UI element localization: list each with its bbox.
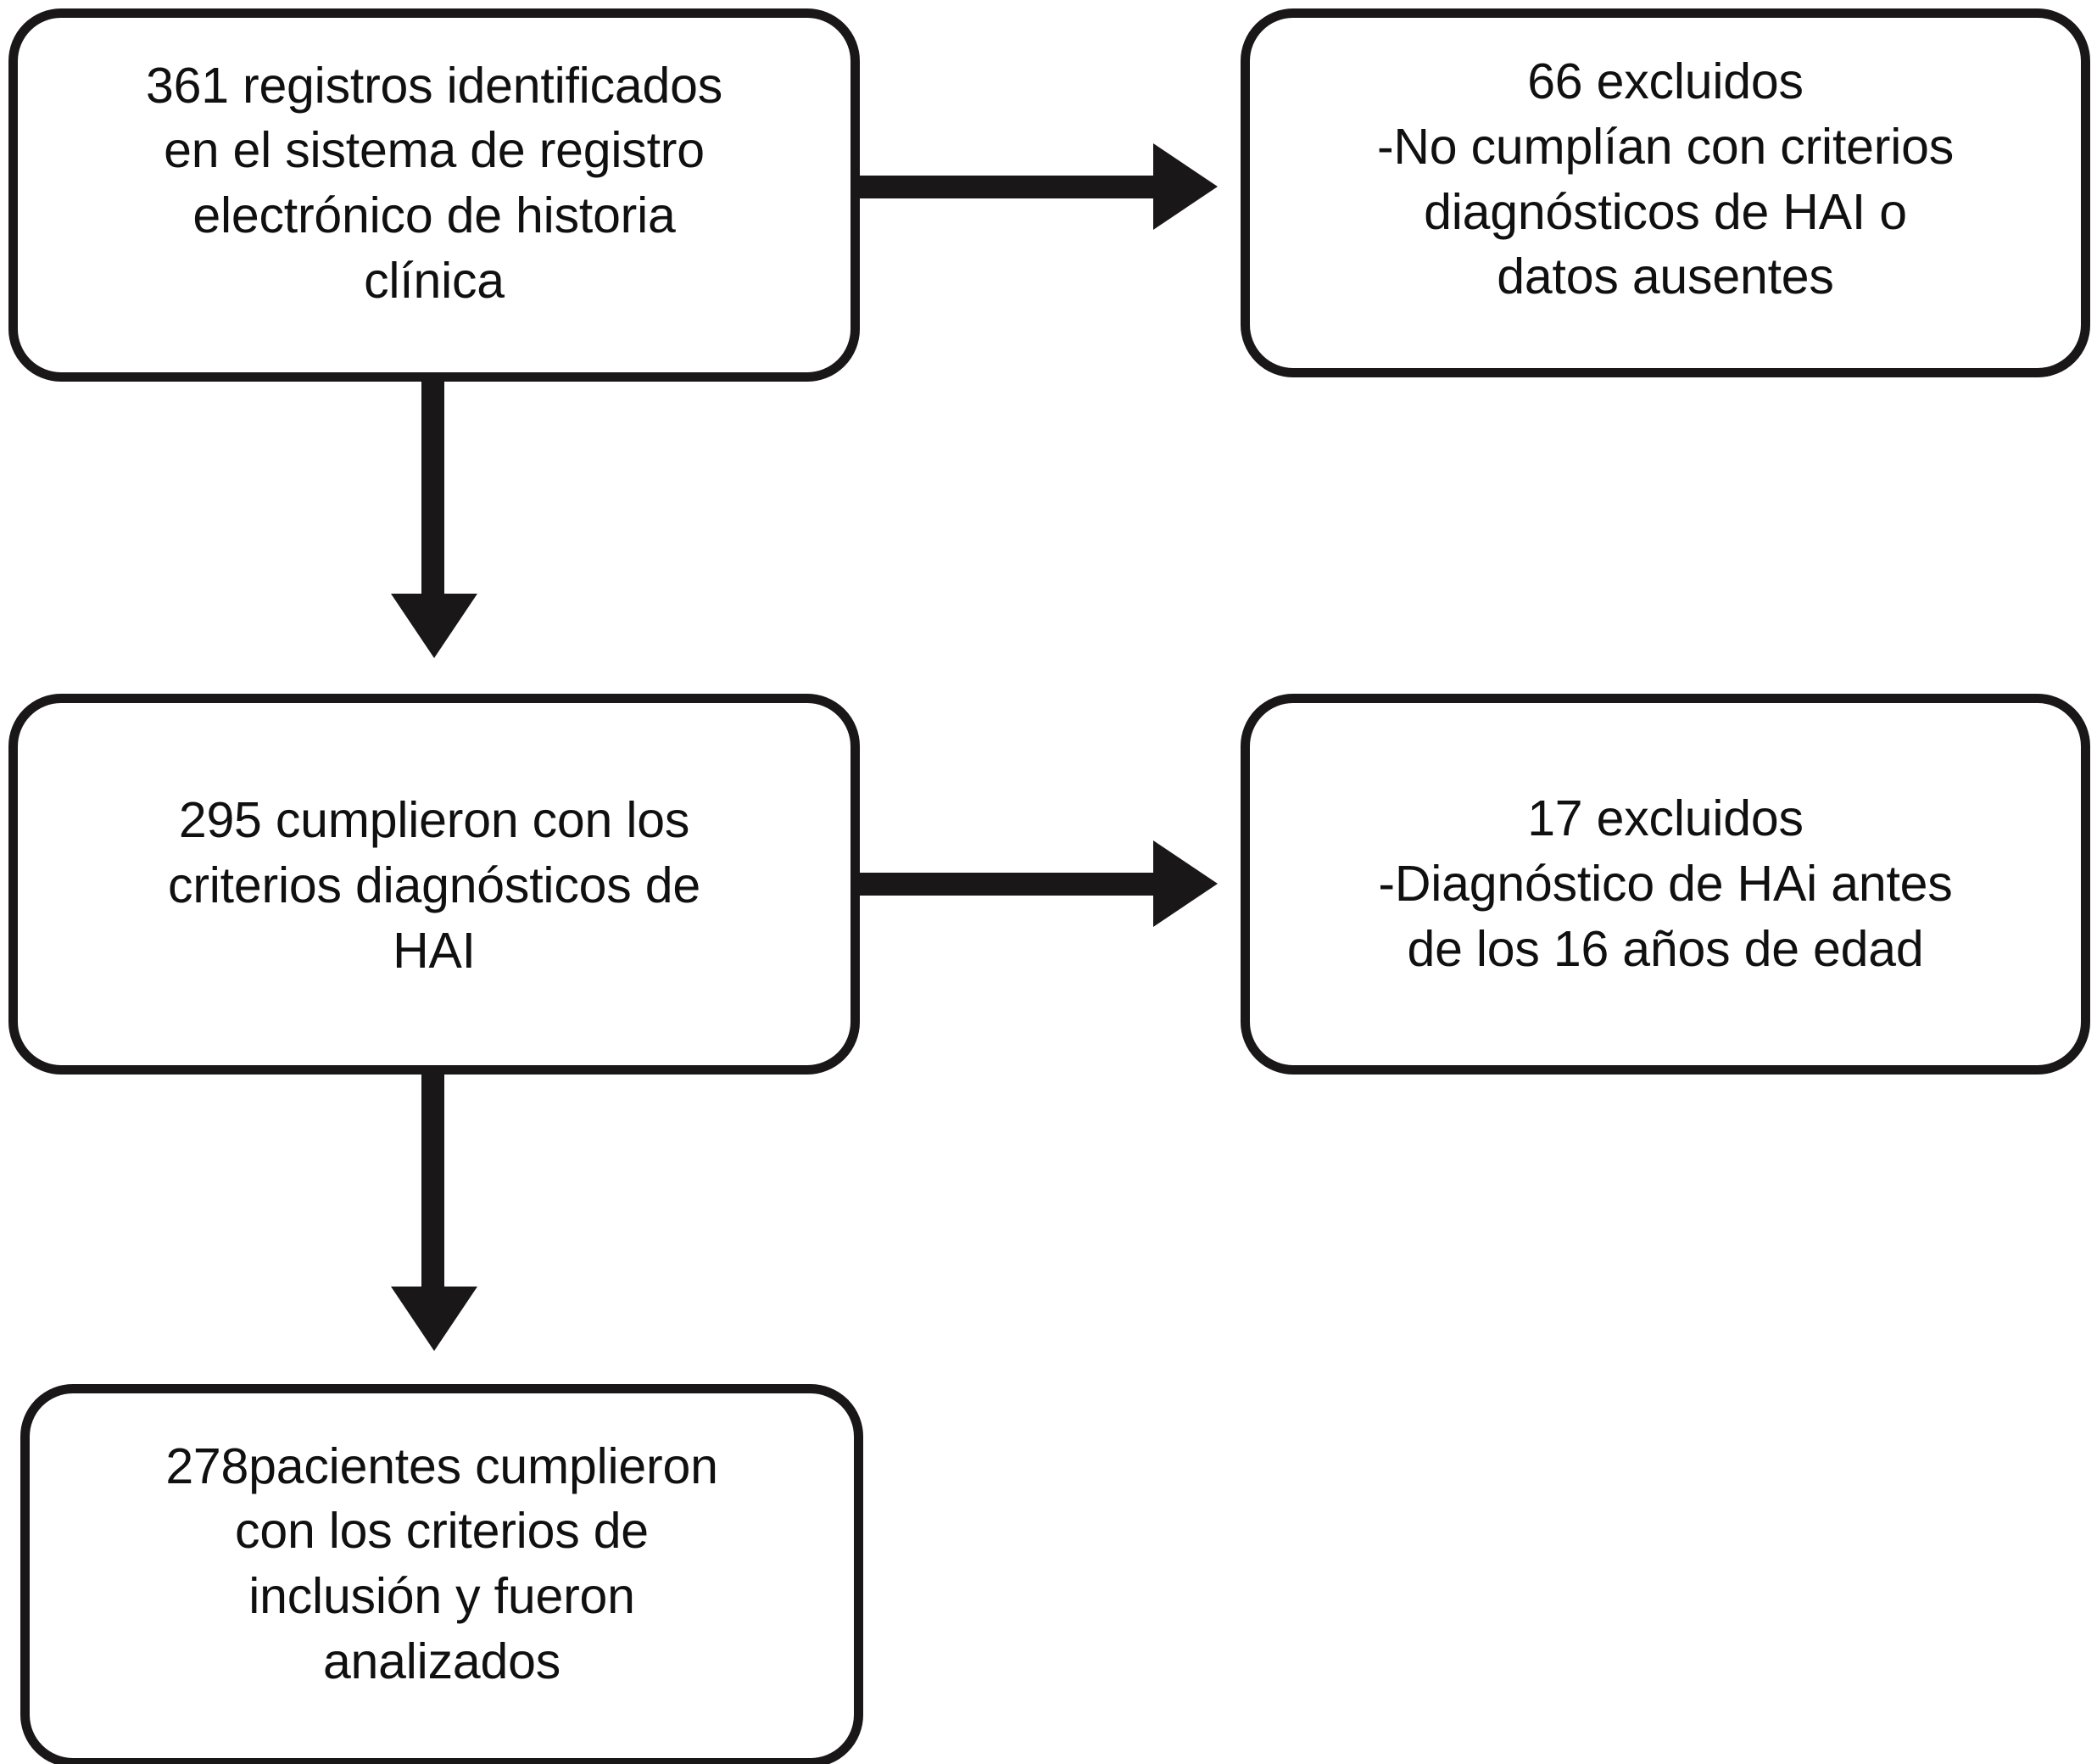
flow-node-identified-label: 361 registros identificados en el sistem… (145, 57, 723, 309)
arrow-shaft (421, 380, 444, 611)
arrow-shaft (859, 176, 1174, 198)
flow-node-criteria-label: 295 cumplieron con los criterios diagnós… (168, 792, 700, 979)
flow-node-analyzed: 278pacientes cumplieron con los criterio… (20, 1384, 863, 1764)
arrow-head (391, 1287, 477, 1351)
arrow-head (391, 594, 477, 658)
flow-node-excluded-2: 17 excluidos -Diagnóstico de HAi antes d… (1241, 694, 2090, 1075)
flow-node-excluded-1: 66 excluidos -No cumplían con criterios … (1241, 8, 2090, 377)
flow-node-analyzed-label: 278pacientes cumplieron con los criterio… (165, 1437, 718, 1689)
flow-node-identified: 361 registros identificados en el sistem… (8, 8, 860, 382)
arrow-shaft (859, 873, 1174, 896)
arrow-head (1153, 840, 1218, 927)
flow-node-criteria: 295 cumplieron con los criterios diagnós… (8, 694, 860, 1075)
arrow-shaft (421, 1073, 444, 1303)
arrow-head (1153, 143, 1218, 230)
flow-node-excluded-2-label: 17 excluidos -Diagnóstico de HAi antes d… (1378, 790, 1953, 977)
flow-node-excluded-1-label: 66 excluidos -No cumplían con criterios … (1376, 53, 1955, 305)
